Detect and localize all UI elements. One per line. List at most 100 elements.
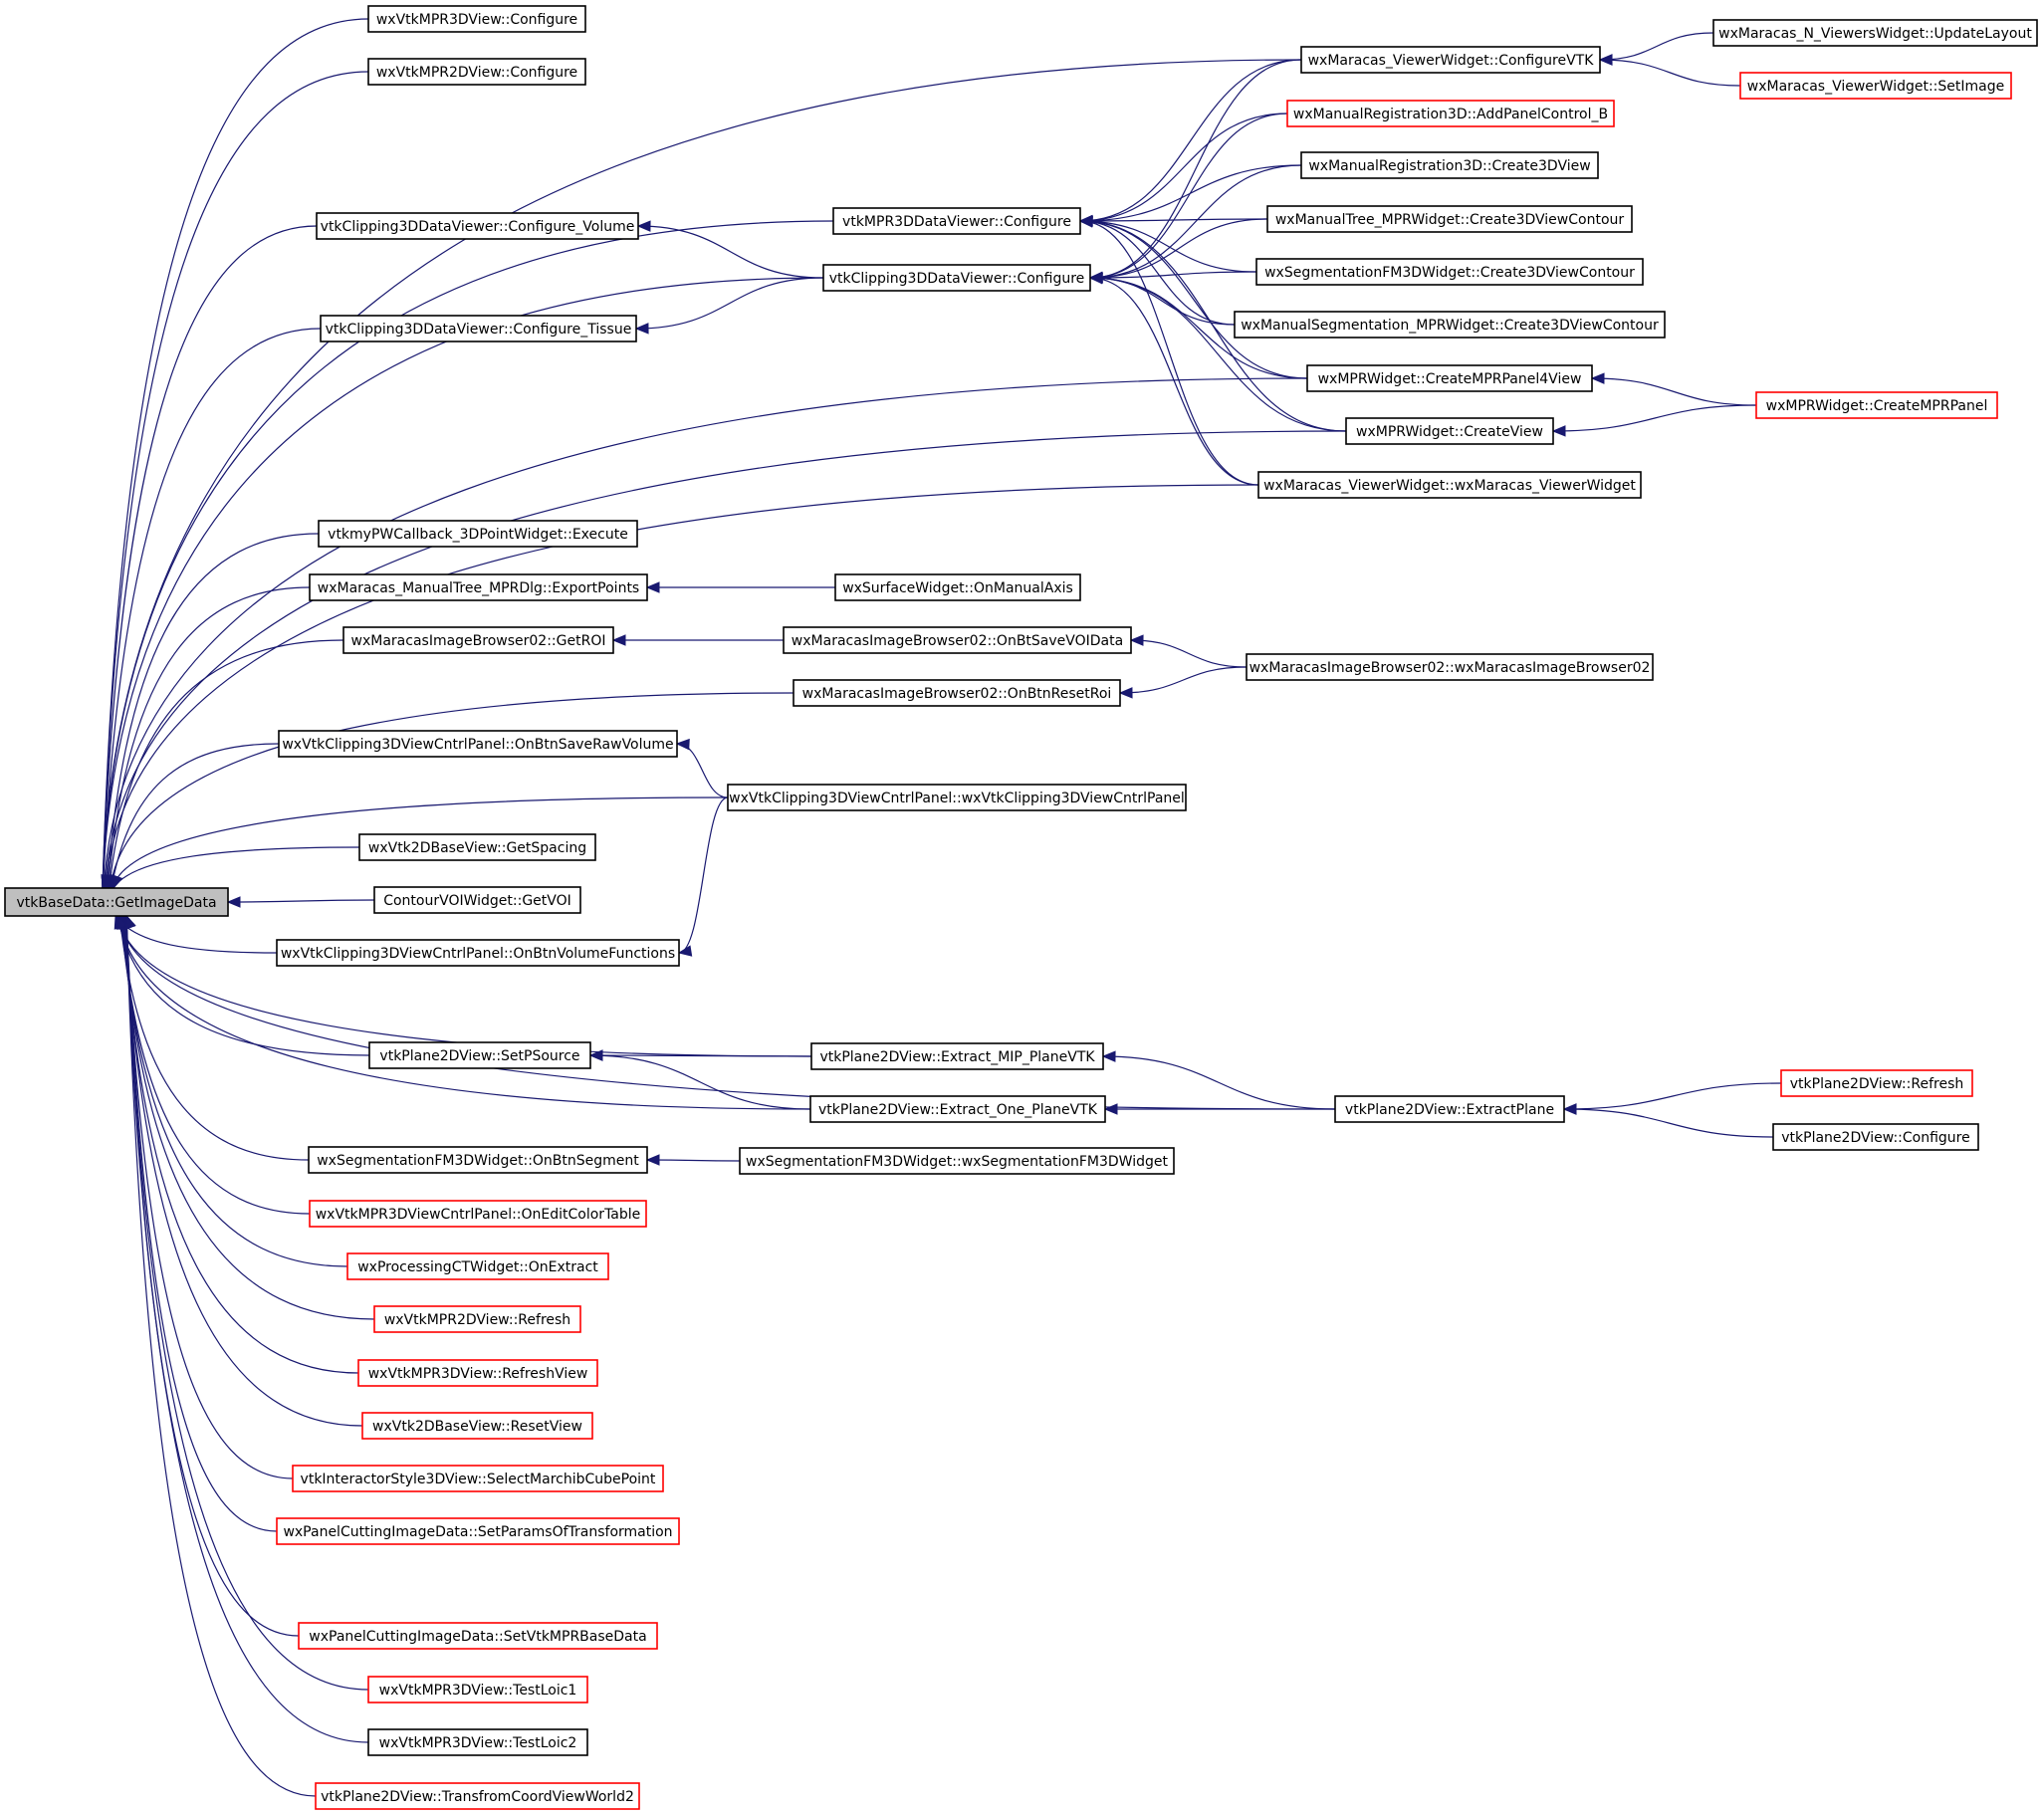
node-n_addpanel[interactable]: wxManualRegistration3D::AddPanelControl_… — [1286, 100, 1615, 127]
node-n_segfm[interactable]: wxSegmentationFM3DWidget::Create3DViewCo… — [1255, 258, 1644, 286]
node-n_onextract[interactable]: wxProcessingCTWidget::OnExtract — [346, 1252, 609, 1280]
node-box[interactable] — [367, 1676, 588, 1703]
node-n_p2d_cfg[interactable]: vtkPlane2DView::Configure — [1772, 1123, 1979, 1151]
node-box[interactable] — [1255, 258, 1644, 286]
node-box[interactable] — [1306, 364, 1593, 392]
node-box[interactable] — [793, 679, 1121, 707]
node-n_extract_one[interactable]: vtkPlane2DView::Extract_One_PlaneVTK — [809, 1095, 1106, 1123]
node-n_testloic1[interactable]: wxVtkMPR3DView::TestLoic1 — [367, 1676, 588, 1703]
node-box[interactable] — [1334, 1095, 1565, 1123]
node-box[interactable] — [367, 5, 586, 33]
node-n_savevoi[interactable]: wxMaracasImageBrowser02::OnBtSaveVOIData — [783, 626, 1132, 654]
node-n_mpr3dviewer_cfg[interactable]: vtkMPR3DDataViewer::Configure — [832, 207, 1081, 235]
node-n_mprpanel[interactable]: wxMPRWidget::CreateMPRPanel — [1755, 391, 1998, 419]
node-n_cfgvtk[interactable]: wxMaracas_ViewerWidget::ConfigureVTK — [1300, 46, 1601, 74]
node-n_execute[interactable]: vtkmyPWCallback_3DPointWidget::Execute — [318, 520, 638, 548]
node-n_testloic2[interactable]: wxVtkMPR3DView::TestLoic2 — [367, 1728, 588, 1756]
node-n_mpr3d_cfg[interactable]: wxVtkMPR3DView::Configure — [367, 5, 586, 33]
node-n_saveraw[interactable]: wxVtkClipping3DViewCntrlPanel::OnBtnSave… — [278, 730, 678, 758]
node-box[interactable] — [1345, 417, 1554, 445]
node-n_mseg[interactable]: wxManualSegmentation_MPRWidget::Create3D… — [1234, 311, 1666, 339]
node-box[interactable] — [1739, 72, 2012, 100]
node-n_segwidget[interactable]: wxSegmentationFM3DWidget::wxSegmentation… — [739, 1147, 1175, 1175]
node-box[interactable] — [1266, 205, 1633, 233]
node-n_setps[interactable]: vtkPlane2DView::SetPSource — [368, 1041, 591, 1069]
node-box[interactable] — [315, 1782, 640, 1810]
node-n_onseg[interactable]: wxSegmentationFM3DWidget::OnBtnSegment — [308, 1146, 648, 1174]
node-box[interactable] — [727, 784, 1187, 811]
node-n_browser[interactable]: wxMaracasImageBrowser02::wxMaracasImageB… — [1246, 653, 1654, 681]
node-box[interactable] — [292, 1465, 664, 1492]
node-box[interactable] — [358, 833, 596, 861]
node-n_clip_tis[interactable]: vtkClipping3DDataViewer::Configure_Tissu… — [320, 315, 637, 342]
node-n_clip_vol[interactable]: vtkClipping3DDataViewer::Configure_Volum… — [316, 212, 639, 240]
node-box[interactable] — [810, 1042, 1104, 1070]
node-n_clippanel[interactable]: wxVtkClipping3DViewCntrlPanel::wxVtkClip… — [727, 784, 1187, 811]
node-box[interactable] — [1772, 1123, 1979, 1151]
node-box[interactable] — [1755, 391, 1998, 419]
node-box[interactable] — [373, 886, 581, 914]
node-box[interactable] — [361, 1412, 593, 1440]
node-n_editcolor[interactable]: wxVtkMPR3DViewCntrlPanel::OnEditColorTab… — [309, 1200, 647, 1228]
node-box[interactable] — [783, 626, 1132, 654]
node-n_manualaxis[interactable]: wxSurfaceWidget::OnManualAxis — [834, 573, 1081, 601]
node-box[interactable] — [278, 730, 678, 758]
node-n_transfrom[interactable]: vtkPlane2DView::TransfromCoordViewWorld2 — [315, 1782, 640, 1810]
node-n_resetview[interactable]: wxVtk2DBaseView::ResetView — [361, 1412, 593, 1440]
node-n_extractplane[interactable]: vtkPlane2DView::ExtractPlane — [1334, 1095, 1565, 1123]
node-n_clip_cfg[interactable]: vtkClipping3DDataViewer::Configure — [822, 264, 1091, 292]
node-box[interactable] — [739, 1147, 1175, 1175]
node-n_spacing[interactable]: wxVtk2DBaseView::GetSpacing — [358, 833, 596, 861]
node-n_extract_mip[interactable]: vtkPlane2DView::Extract_MIP_PlaneVTK — [810, 1042, 1104, 1070]
node-box[interactable] — [1234, 311, 1666, 339]
node-n_viewerwidget[interactable]: wxMaracas_ViewerWidget::wxMaracas_Viewer… — [1257, 471, 1642, 499]
node-box[interactable] — [357, 1359, 598, 1387]
node-n_getvoi[interactable]: ContourVOIWidget::GetVOI — [373, 886, 581, 914]
node-root[interactable]: vtkBaseData::GetImageData — [4, 887, 229, 917]
node-box[interactable] — [832, 207, 1081, 235]
node-box[interactable] — [316, 212, 639, 240]
node-box[interactable] — [320, 315, 637, 342]
node-box[interactable] — [1257, 471, 1642, 499]
node-box[interactable] — [346, 1252, 609, 1280]
node-box[interactable] — [1246, 653, 1654, 681]
node-n_createview[interactable]: wxMPRWidget::CreateView — [1345, 417, 1554, 445]
node-n_mpr2d_refresh[interactable]: wxVtkMPR2DView::Refresh — [373, 1305, 581, 1333]
node-n_params[interactable]: wxPanelCuttingImageData::SetParamsOfTran… — [276, 1517, 680, 1545]
node-n_p2d_refresh[interactable]: vtkPlane2DView::Refresh — [1780, 1069, 1973, 1097]
node-box[interactable] — [1300, 46, 1601, 74]
node-box[interactable] — [318, 520, 638, 548]
node-box[interactable] — [809, 1095, 1106, 1123]
node-n_export[interactable]: wxMaracas_ManualTree_MPRDlg::ExportPoint… — [309, 573, 648, 601]
node-box[interactable] — [309, 1200, 647, 1228]
node-box[interactable] — [308, 1146, 648, 1174]
node-n_updatelayout[interactable]: wxMaracas_N_ViewersWidget::UpdateLayout — [1712, 19, 2038, 47]
node-box[interactable] — [1712, 19, 2038, 47]
node-box[interactable] — [822, 264, 1091, 292]
node-box[interactable] — [1286, 100, 1615, 127]
node-box[interactable] — [1780, 1069, 1973, 1097]
node-box[interactable] — [342, 626, 614, 654]
node-n_setimage[interactable]: wxMaracas_ViewerWidget::SetImage — [1739, 72, 2012, 100]
node-box[interactable] — [367, 58, 586, 86]
node-box[interactable] — [276, 939, 680, 967]
node-n_refreshview[interactable]: wxVtkMPR3DView::RefreshView — [357, 1359, 598, 1387]
node-n_volfunc[interactable]: wxVtkClipping3DViewCntrlPanel::OnBtnVolu… — [276, 939, 680, 967]
node-n_getroi[interactable]: wxMaracasImageBrowser02::GetROI — [342, 626, 614, 654]
node-box[interactable] — [368, 1041, 591, 1069]
node-n_resetroi[interactable]: wxMaracasImageBrowser02::OnBtnResetRoi — [793, 679, 1121, 707]
node-n_create3d[interactable]: wxManualRegistration3D::Create3DView — [1300, 151, 1599, 179]
node-n_mpr2d_cfg[interactable]: wxVtkMPR2DView::Configure — [367, 58, 586, 86]
node-box[interactable] — [1300, 151, 1599, 179]
node-box[interactable] — [834, 573, 1081, 601]
node-box[interactable] — [276, 1517, 680, 1545]
node-n_marchib[interactable]: vtkInteractorStyle3DView::SelectMarchibC… — [292, 1465, 664, 1492]
node-n_panel4[interactable]: wxMPRWidget::CreateMPRPanel4View — [1306, 364, 1593, 392]
node-box[interactable] — [367, 1728, 588, 1756]
node-n_mtree[interactable]: wxManualTree_MPRWidget::Create3DViewCont… — [1266, 205, 1633, 233]
node-box[interactable] — [298, 1622, 658, 1650]
node-box[interactable] — [4, 887, 229, 917]
node-box[interactable] — [373, 1305, 581, 1333]
node-box[interactable] — [309, 573, 648, 601]
node-n_setvtkmpr[interactable]: wxPanelCuttingImageData::SetVtkMPRBaseDa… — [298, 1622, 658, 1650]
